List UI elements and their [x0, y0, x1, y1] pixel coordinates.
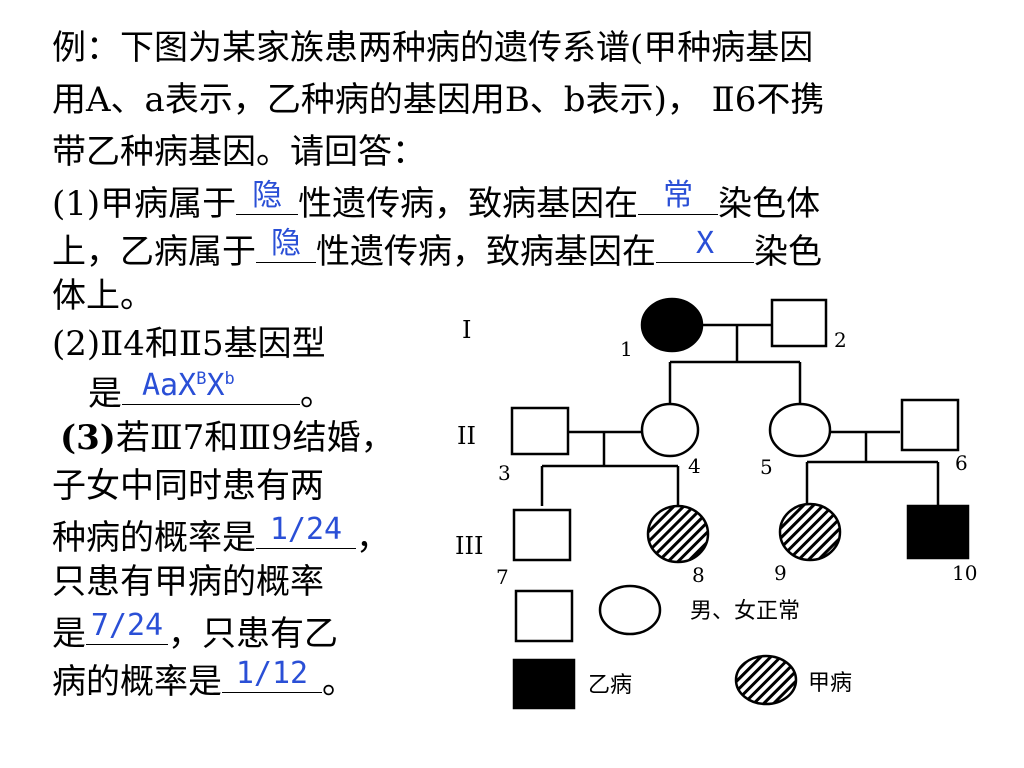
q1-text-d: 上，乙病属于 — [52, 232, 256, 272]
answer-genotype: AaXBXb — [122, 370, 300, 402]
q1-text-e: 性遗传病，致病基因在 — [316, 232, 656, 272]
answer-jia-type: 隐 — [252, 178, 283, 213]
q3-text-i: 病的概率是 — [52, 662, 222, 702]
individual-9-jia-female — [778, 502, 842, 562]
blank-jia-chrom[interactable]: 常 — [638, 176, 719, 215]
q3-text-b: 若Ⅲ7和Ⅲ9结婚， — [115, 418, 395, 458]
individual-number-7: 7 — [496, 565, 509, 589]
answer-yi-type: 隐 — [271, 226, 301, 261]
individual-number-6: 6 — [955, 451, 968, 475]
individual-number-10: 10 — [952, 561, 977, 585]
q2-text-c: 。 — [300, 374, 334, 414]
legend-normal-male-symbol — [514, 589, 574, 643]
blank-prob-both[interactable]: 1/24 — [256, 510, 356, 549]
genotype-x2: X — [206, 368, 225, 403]
blank-genotype[interactable]: AaXBXb — [122, 366, 300, 405]
question-1-line-2: 上，乙病属于隐性遗传病，致病基因在 X 染色 — [52, 224, 822, 276]
blank-prob-jia-only[interactable]: 7/24 — [86, 606, 168, 645]
question-3-line-3: 种病的概率是 1/24 ， — [52, 510, 390, 562]
individual-number-5: 5 — [760, 455, 773, 479]
legend-normal-female-symbol — [598, 584, 662, 636]
individual-4-normal-female — [640, 402, 700, 458]
answer-prob-yi-only: 1/12 — [235, 656, 309, 691]
blank-yi-type[interactable]: 隐 — [256, 224, 316, 263]
individual-3-normal-male — [510, 406, 570, 456]
q3-text-h: ，只患有乙 — [168, 614, 338, 654]
individual-2-normal-male — [770, 298, 828, 348]
q1-text-b: 性遗传病，致病基因在 — [298, 184, 639, 224]
individual-number-1: 1 — [620, 337, 633, 361]
individual-number-3: 3 — [498, 461, 511, 485]
individual-1-affected-female — [640, 297, 704, 353]
blank-yi-chrom[interactable]: X — [656, 224, 754, 263]
question-intro-line-2: 用A、a表示，乙种病的基因用B、b表示)， Ⅱ6不携 — [52, 80, 825, 120]
individual-5-normal-female — [768, 402, 832, 458]
legend-yi-symbol — [512, 658, 576, 710]
genotype-main: AaX — [142, 368, 197, 403]
individual-7-normal-male — [512, 508, 572, 562]
legend-jia-label: 甲病 — [808, 671, 852, 696]
question-2-line-1: (2)Ⅱ4和Ⅱ5基因型 — [52, 324, 326, 364]
q1-text-a: (1)甲病属于 — [52, 184, 237, 224]
individual-number-8: 8 — [692, 563, 705, 587]
question-3-line-1: (3)若Ⅲ7和Ⅲ9结婚， — [60, 414, 395, 462]
individual-10-yi-male — [906, 504, 970, 560]
generation-label-2: II — [457, 422, 476, 450]
q3-text-g: 是 — [52, 614, 86, 654]
question-intro-line-3: 带乙种病基因。请回答： — [52, 132, 426, 172]
individual-number-4: 4 — [688, 454, 701, 478]
answer-prob-jia-only: 7/24 — [90, 608, 164, 643]
answer-jia-chrom: 常 — [663, 178, 694, 213]
answer-yi-chrom: X — [695, 226, 715, 261]
question-3-line-2: 子女中同时患有两 — [52, 466, 324, 506]
question-3-line-6: 病的概率是 1/12 。 — [52, 654, 356, 706]
q3-text-d: 种病的概率是 — [52, 518, 256, 558]
individual-8-jia-female — [646, 504, 710, 564]
question-intro-line-1: 例：下图为某家族患两种病的遗传系谱(甲种病基因 — [52, 28, 814, 68]
q3-text-j: 。 — [322, 662, 356, 702]
genotype-sup-1: B — [196, 369, 207, 389]
generation-label-1: I — [462, 316, 471, 344]
q2-text-b: 是 — [88, 374, 122, 414]
question-1-line-1: (1)甲病属于隐性遗传病，致病基因在常染色体 — [52, 176, 820, 228]
generation-label-3: III — [455, 532, 483, 560]
individual-number-9: 9 — [774, 561, 787, 585]
question-1-line-3: 体上。 — [52, 276, 154, 316]
legend-jia-symbol — [734, 654, 798, 706]
blank-prob-yi-only[interactable]: 1/12 — [222, 654, 322, 693]
individual-number-2: 2 — [834, 328, 847, 352]
q3-number: (3) — [60, 418, 116, 458]
pedigree-lines — [540, 323, 940, 506]
individual-6-normal-male — [900, 398, 960, 452]
answer-prob-both: 1/24 — [269, 512, 343, 547]
genotype-sup-2: b — [224, 369, 235, 389]
question-3-line-4: 只患有甲病的概率 — [52, 562, 324, 602]
q1-text-f: 染色 — [754, 232, 822, 272]
legend-yi-label: 乙病 — [588, 673, 632, 698]
blank-jia-type[interactable]: 隐 — [236, 176, 299, 215]
q3-text-e: ， — [356, 518, 390, 558]
q1-text-c: 染色体 — [718, 184, 821, 224]
legend-normal-label: 男、女正常 — [690, 599, 800, 624]
